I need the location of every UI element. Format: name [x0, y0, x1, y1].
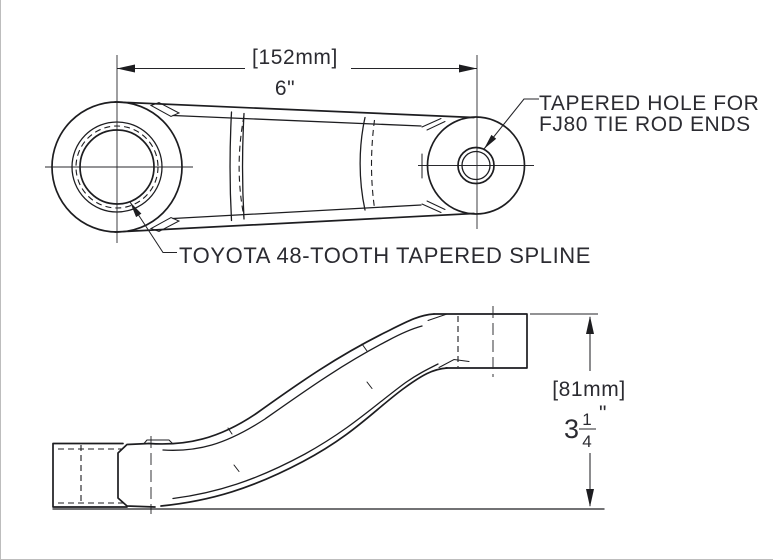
tie-rod-boss-outer-circle	[426, 116, 526, 215]
side-hub-outline	[117, 442, 156, 508]
dim-height-arrow-up	[586, 316, 594, 334]
small-end-top-chamfer	[421, 118, 446, 131]
callout-tie-rod-arrow	[484, 134, 497, 149]
side-arm-tangency-ticks	[227, 343, 373, 472]
transition-band1-left	[229, 111, 233, 222]
side-arm-bottom-edge	[160, 367, 448, 507]
dim-height: [81mm] 3 1 4 "	[530, 313, 626, 507]
callout-tie-rod-line2: FJ80 TIE ROD ENDS	[539, 113, 751, 136]
side-tie-rod-block-outline	[433, 313, 528, 369]
dim-height-inch-mark: "	[599, 402, 607, 425]
dim-height-arrow-down	[586, 489, 594, 507]
transition-band1-right	[241, 112, 245, 220]
tie-rod-hole-outer-circle	[457, 146, 495, 185]
spline-major-circle	[71, 121, 163, 213]
dim-length-metric-label: [152mm]	[252, 46, 338, 69]
transition-band1-hidden	[238, 115, 245, 218]
side-tie-rod-bottom-chamfer	[438, 358, 470, 368]
callout-tie-rod-leader	[483, 98, 539, 150]
callout-tie-rod-line1: TAPERED HOLE FOR	[539, 92, 759, 115]
small-end-bottom-chamfer	[421, 200, 446, 213]
transition-band2-curve	[359, 116, 366, 211]
transition-band2-hidden	[370, 119, 376, 209]
dim-height-fraction-denominator: 4	[582, 432, 591, 451]
spline-hole-circle	[79, 129, 155, 205]
side-arm-top-edge	[148, 313, 435, 445]
arm-top-edge	[114, 101, 475, 119]
callout-tie-rod: TAPERED HOLE FOR FJ80 TIE ROD ENDS	[483, 92, 759, 150]
big-end-top-chamfer	[149, 101, 181, 118]
side-arm-bottom-fillet-line	[172, 363, 439, 500]
callout-spline-leader	[129, 201, 177, 254]
tie-rod-hole-inner-circle	[461, 150, 491, 181]
dim-height-fraction-numerator: 1	[582, 410, 591, 429]
dim-length-arrow-left	[117, 64, 135, 73]
dim-height-metric-label: [81mm]	[552, 378, 626, 401]
dim-length-arrow-right	[459, 64, 477, 73]
dim-length-imperial-label: 6"	[275, 77, 295, 100]
arm-bottom-face-line	[172, 204, 422, 220]
dim-length: [152mm] 6"	[117, 46, 477, 100]
dim-height-whole-inches: 3	[564, 414, 579, 444]
callout-spline-label: TOYOTA 48-TOOTH TAPERED SPLINE	[179, 243, 591, 268]
spline-pitch-circle-dashed	[75, 125, 159, 209]
side-view	[52, 306, 605, 514]
top-view	[45, 55, 534, 243]
side-tie-rod-top-chamfer	[427, 313, 448, 321]
big-end-bottom-chamfer	[149, 216, 181, 233]
arm-bottom-edge	[114, 212, 475, 233]
callout-spline: TOYOTA 48-TOOTH TAPERED SPLINE	[129, 201, 591, 268]
side-arm-top-fillet-line	[162, 325, 423, 451]
arm-top-face-line	[172, 114, 422, 127]
side-spline-block-outline	[52, 442, 128, 508]
callout-spline-arrow	[130, 202, 142, 218]
